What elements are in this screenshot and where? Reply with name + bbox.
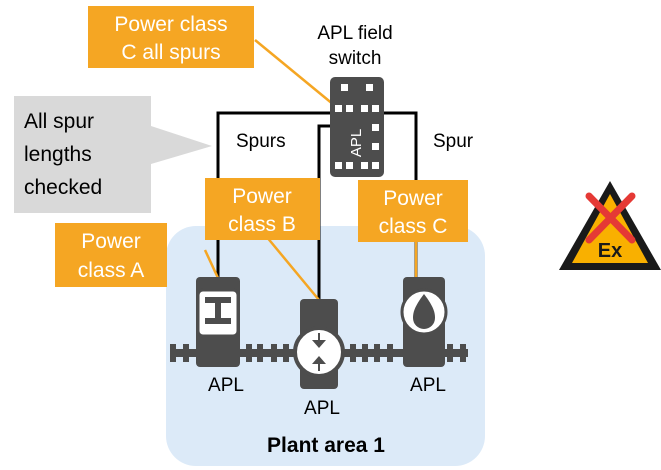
callout-leaders (203, 39, 418, 301)
ex-text: Ex (598, 240, 622, 262)
switch-title-line1: APL field (317, 23, 392, 44)
svg-text:All spur: All spur (24, 110, 94, 133)
field-device-b: APL (293, 299, 345, 419)
callout-power-class-b: Power class B (205, 178, 320, 240)
field-device-c: APL (400, 277, 448, 396)
svg-text:class A: class A (78, 259, 145, 282)
callout-power-class-a: Power class A (55, 223, 167, 287)
svg-text:checked: checked (24, 176, 102, 199)
svg-text:lengths: lengths (24, 143, 92, 166)
switch-title-line2: switch (329, 48, 382, 69)
svg-text:class C: class C (379, 215, 448, 238)
device-b-label: APL (304, 398, 340, 419)
callout-power-class-c-all: Power class C all spurs (88, 6, 254, 68)
apl-field-switch: APL field switch APL (317, 23, 393, 177)
svg-text:Power class: Power class (114, 13, 227, 36)
spur-label: Spur (433, 131, 474, 152)
svg-text:Power: Power (383, 187, 443, 210)
red-cross-icon (585, 192, 636, 244)
svg-text:class B: class B (228, 213, 296, 236)
field-device-a: APL (196, 277, 244, 396)
plant-area-label: Plant area 1 (267, 434, 385, 457)
svg-text:Power: Power (232, 185, 292, 208)
svg-text:C all spurs: C all spurs (121, 41, 220, 64)
spur-lengths-callout: All spur lengths checked (14, 96, 212, 213)
spurs-label: Spurs (236, 131, 286, 152)
device-c-label: APL (410, 375, 446, 396)
device-a-label: APL (208, 375, 244, 396)
switch-device-label: APL (348, 129, 365, 157)
callout-power-class-c: Power class C (358, 180, 468, 242)
ex-hazard-sign: Ex (559, 181, 661, 270)
svg-text:Power: Power (81, 230, 141, 253)
